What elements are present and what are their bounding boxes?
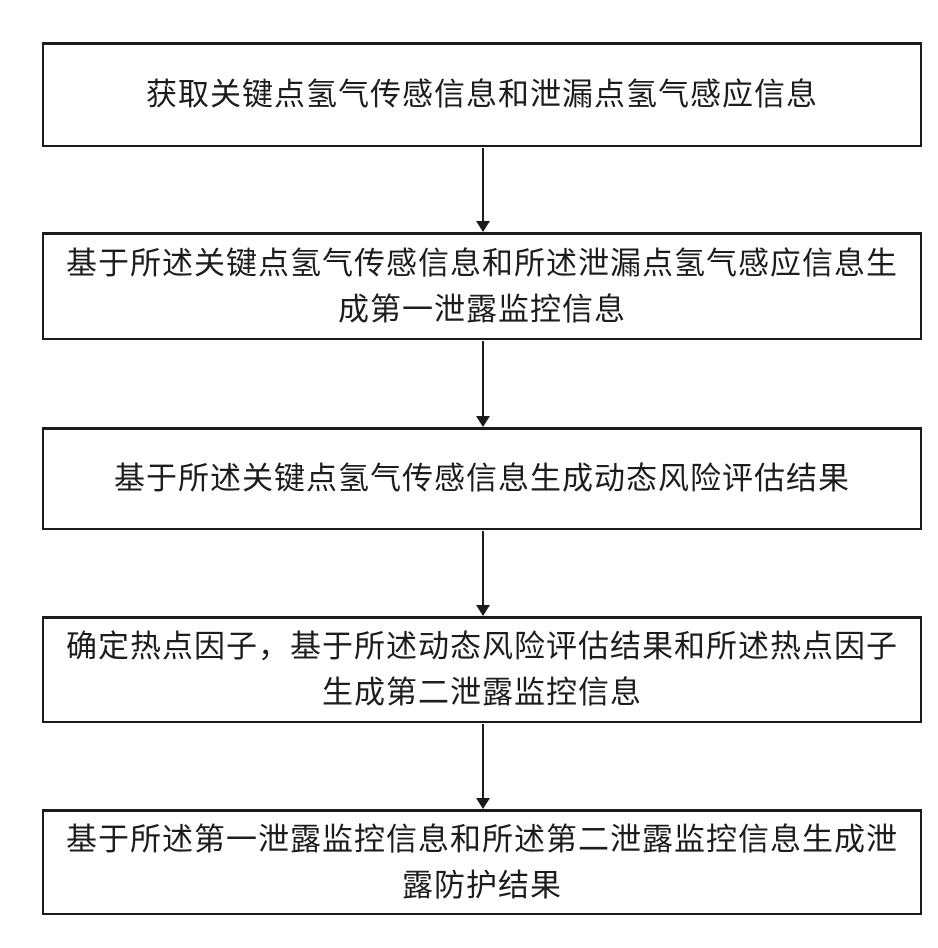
flow-step-5-text-line-2: 露防护结果	[402, 867, 562, 903]
arrow-down-icon	[476, 221, 490, 232]
flow-step-1: 获取关键点氢气传感信息和泄漏点氢气感应信息	[42, 42, 922, 147]
flow-arrow-4	[476, 724, 490, 809]
flow-step-1-text: 获取关键点氢气传感信息和泄漏点氢气感应信息	[146, 77, 818, 112]
flow-arrow-3	[476, 531, 490, 616]
flow-step-3: 基于所述关键点氢气传感信息生成动态风险评估结果	[42, 427, 922, 530]
flow-step-5-text-line-1: 基于所述第一泄露监控信息和所述第二泄露监控信息生成泄	[66, 821, 898, 857]
flow-step-4-text-line-2: 生成第二泄露监控信息	[322, 675, 642, 710]
arrow-line	[482, 724, 484, 800]
arrow-down-icon	[476, 605, 490, 616]
flow-step-4-text-line-1: 确定热点因子，基于所述动态风险评估结果和所述热点因子	[66, 629, 898, 664]
arrow-line	[482, 531, 484, 607]
flow-step-2-text-line-2: 成第一泄露监控信息	[338, 291, 626, 327]
flow-step-5: 基于所述第一泄露监控信息和所述第二泄露监控信息生成泄 露防护结果	[42, 809, 922, 915]
flow-arrow-1	[476, 148, 490, 232]
flow-arrow-2	[476, 341, 490, 427]
flow-step-3-text: 基于所述关键点氢气传感信息生成动态风险评估结果	[114, 461, 850, 496]
flow-step-2: 基于所述关键点氢气传感信息和所述泄漏点氢气感应信息生 成第一泄露监控信息	[42, 232, 922, 340]
arrow-line	[482, 341, 484, 418]
arrow-down-icon	[476, 416, 490, 427]
arrow-down-icon	[476, 798, 490, 809]
arrow-line	[482, 148, 484, 223]
flow-step-4: 确定热点因子，基于所述动态风险评估结果和所述热点因子 生成第二泄露监控信息	[42, 616, 922, 723]
flow-step-2-text-line-1: 基于所述关键点氢气传感信息和所述泄漏点氢气感应信息生	[66, 245, 898, 281]
